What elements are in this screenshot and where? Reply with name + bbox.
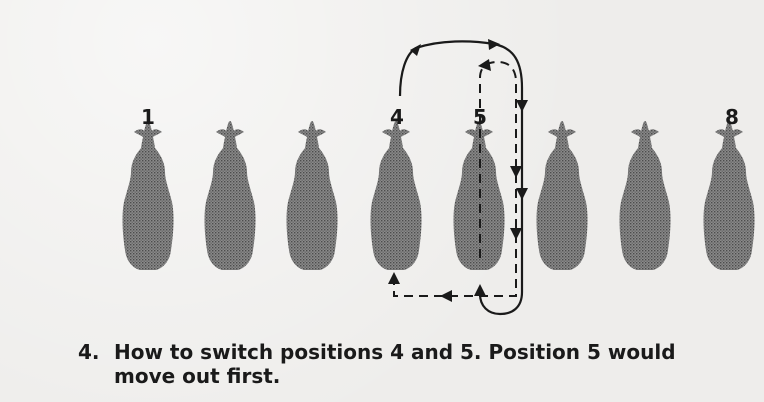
caption-line-1: How to switch positions 4 and 5. Positio… [114,340,676,364]
cow-3 [286,121,338,270]
solid-path-up [398,47,417,97]
solid-arrowhead-4 [516,188,528,200]
cow-positions-diagram: 1 4 5 8 [122,39,755,316]
cow-2 [204,121,256,270]
cow-8 [703,121,755,270]
solid-arrowhead-3 [516,100,528,112]
dashed-arrowhead-5 [388,272,400,284]
solid-arrowhead-2 [488,39,500,50]
cow-1 [122,121,174,270]
position-label-4: 4 [390,105,404,129]
solid-arrowheads [410,39,528,296]
solid-arrowhead-1 [410,44,421,56]
dashed-path [393,60,517,297]
position-label-1: 1 [141,105,155,129]
cow-4 [370,121,422,270]
caption-number: 4. [78,340,100,364]
position-label-8: 8 [725,105,739,129]
figure-caption: 4. How to switch positions 4 and 5. Posit… [78,340,758,388]
solid-arrowhead-5 [474,284,486,296]
dashed-arrowhead-4 [440,290,452,302]
dashed-arrowhead-3 [510,228,522,240]
cow-7 [619,121,671,270]
dashed-arrowheads [388,59,522,302]
solid-path-down-around [478,42,524,316]
dashed-move-path [393,60,517,297]
cow-6 [536,121,588,270]
solid-path-over [415,40,495,50]
dashed-arrowhead-2 [510,166,522,178]
caption-line-2: move out first. [114,364,281,388]
solid-move-path [398,40,524,316]
dashed-arrowhead-1 [478,59,491,71]
